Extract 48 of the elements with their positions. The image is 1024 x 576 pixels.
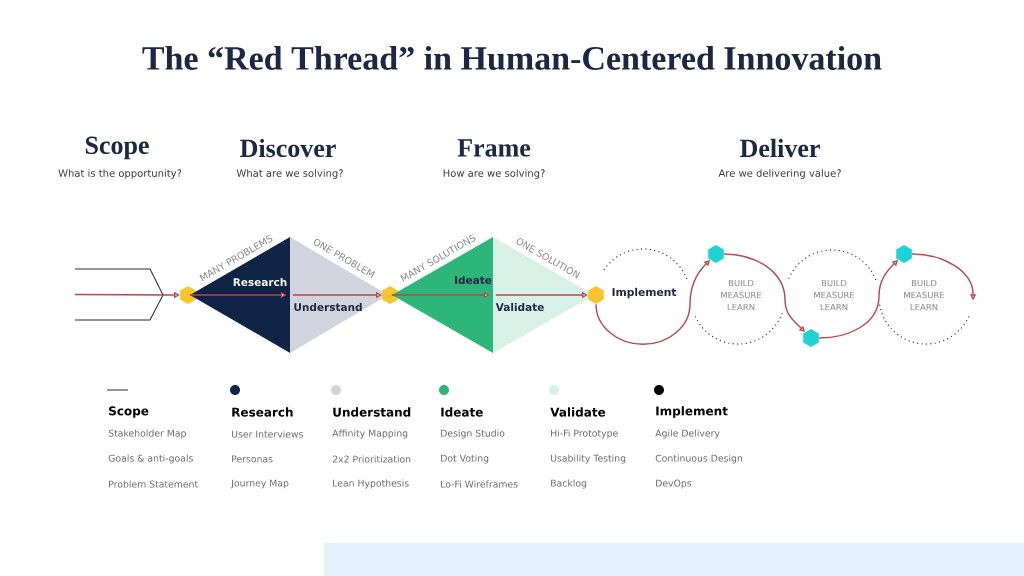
method-label: Continuous Design [655,454,742,464]
method-label: Journey Map [230,479,289,489]
legend-heading: Understand [333,407,411,417]
method-label: DevOps [656,479,692,489]
method-label: Design Studio [441,429,505,439]
hexagon-marker [803,329,819,347]
phase-question: What is the opportunity? [58,169,182,179]
method-label: Lo-Fi Wireframes [441,480,518,488]
cycle-label: BUILD MEASURE LEARN [904,279,945,311]
hexagon-marker [588,286,604,304]
stage-label: Implement [612,287,677,299]
phase-heading: Scope [85,136,149,160]
method-label: 2x2 Prioritization [332,455,411,463]
hexagon-marker [708,245,724,263]
phase-heading: Frame [457,139,531,157]
method-label: Personas [232,455,273,463]
stage-label: Understand [294,302,362,312]
phase-heading: Discover [240,138,336,158]
legend-heading: Implement [656,406,728,418]
phase-question: What are we solving? [236,169,343,179]
method-label: User Interviews [232,430,303,438]
legend-heading: Research [232,407,293,417]
phase-question: How are we solving? [443,169,545,179]
method-label: Dot Voting [441,454,489,464]
method-label: Affinity Mapping [332,429,408,439]
stage-label: Research [233,277,287,287]
hexagon-marker [382,286,398,304]
legend-heading: Scope [109,406,149,418]
method-label: Usability Testing [551,454,626,464]
method-label: Lean Hypothesis [333,479,409,489]
chevron-outline [74,268,164,321]
method-label: Problem Statement [109,480,198,488]
hexagon-marker [180,286,196,304]
method-label: Stakeholder Map [108,429,186,439]
method-label: Hi-Fi Prototype [551,429,618,439]
legend-heading: Ideate [441,407,483,417]
cycle-label: BUILD MEASURE LEARN [721,279,762,311]
hexagon-marker [896,245,912,263]
phase-heading: Deliver [740,138,820,158]
stage-label: Validate [495,302,544,312]
method-label: Agile Delivery [655,429,720,439]
phase-question: Are we delivering value? [718,169,841,179]
method-label: Goals & anti-goals [108,454,193,464]
stage-label: Ideate [455,275,492,285]
method-label: Backlog [551,479,587,489]
title: The “Red Thread” in Human-Centered Innovation [142,46,882,70]
legend-heading: Validate [550,407,606,417]
cycle-label: BUILD MEASURE LEARN [814,279,855,311]
